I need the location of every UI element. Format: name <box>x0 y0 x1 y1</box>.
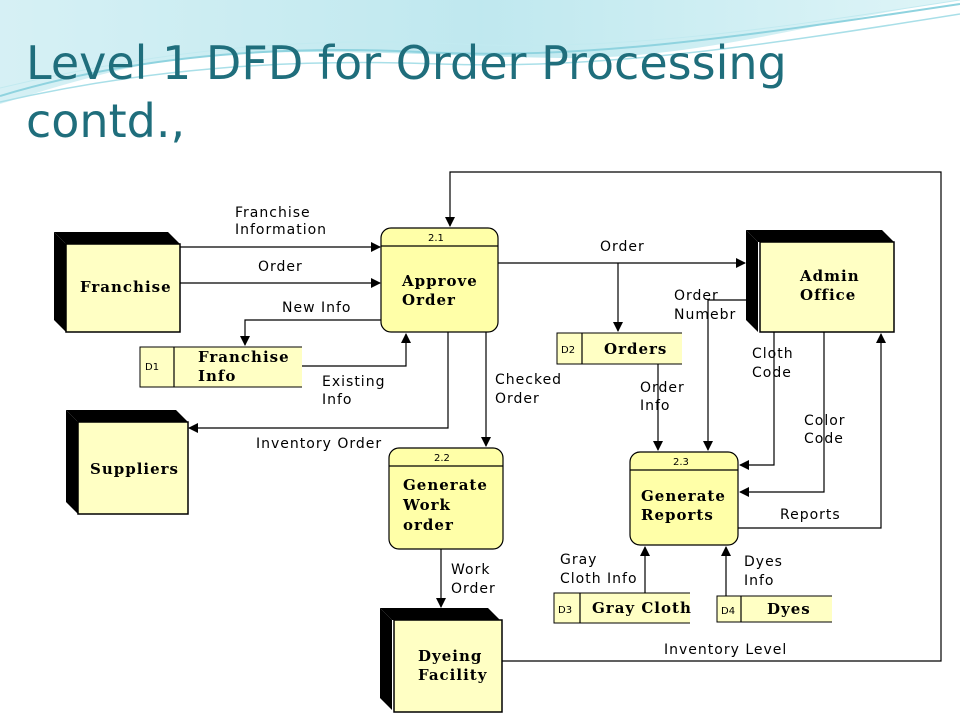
process-approve-order: 2.1 Approve Order <box>380 227 499 333</box>
process-generate-reports-label-line2: Reports <box>641 506 714 524</box>
header-wave-decoration <box>0 0 960 104</box>
flow-inventory-order: Inventory Order <box>188 332 449 452</box>
flow-inventory-order-label: Inventory Order <box>256 436 382 452</box>
flow-checked-order: Checked Order <box>481 332 562 447</box>
entity-admin-office-label-line2: Office <box>800 286 856 304</box>
process-generate-reports-id: 2.3 <box>673 457 689 468</box>
flow-gray-cloth-info-label-line2: Cloth Info <box>560 571 638 587</box>
entity-dyeing-facility: Dyeing Facility <box>380 608 503 713</box>
entity-franchise: Franchise <box>54 232 181 333</box>
flow-new-info-label: New Info <box>282 300 351 316</box>
store-franchise-info-id: D1 <box>145 362 159 373</box>
flow-order-info-label-line2: Info <box>640 398 671 414</box>
process-generate-work-order-label-line1: Generate <box>403 476 488 494</box>
flow-checked-order-label-line2: Order <box>495 391 540 407</box>
flow-reports-label: Reports <box>780 507 841 523</box>
slide-title-line2: contd., <box>26 94 186 148</box>
flow-order-numbr-label-line1: Order <box>674 288 719 304</box>
process-generate-work-order-label-line3: order <box>403 516 454 534</box>
flow-order-numbr: Order Numebr <box>674 288 758 451</box>
flow-order-info-label-line1: Order <box>640 380 685 396</box>
process-generate-reports-label-line1: Generate <box>641 487 726 505</box>
flow-order-franchise: Order <box>180 259 381 288</box>
flow-existing-info: Existing Info <box>302 333 411 408</box>
flow-order-to-admin: Order <box>498 239 746 268</box>
entity-suppliers-label: Suppliers <box>90 460 179 478</box>
flow-inventory-level-label: Inventory Level <box>664 642 787 658</box>
store-dyes: D4 Dyes <box>716 595 832 623</box>
flow-new-info: New Info <box>240 300 381 346</box>
flow-color-code: Color Code <box>739 332 846 497</box>
flow-color-code-label-line1: Color <box>804 413 846 429</box>
flow-order-franchise-label: Order <box>258 259 303 275</box>
entity-admin-office-label-line1: Admin <box>799 267 860 285</box>
flow-reports: Reports <box>738 333 886 529</box>
flow-order-to-admin-label: Order <box>600 239 645 255</box>
entity-suppliers: Suppliers <box>66 410 189 515</box>
slide-title-line1: Level 1 DFD for Order Processing <box>26 36 787 90</box>
flow-checked-order-label-line1: Checked <box>495 372 562 388</box>
store-dyes-id: D4 <box>721 606 735 617</box>
entity-franchise-label: Franchise <box>80 278 172 296</box>
process-approve-order-id: 2.1 <box>428 233 444 244</box>
flow-order-info: Order Info <box>640 364 685 451</box>
flow-cloth-code-label-line2: Code <box>752 365 792 381</box>
entity-admin-office: Admin Office <box>746 230 895 333</box>
flow-gray-cloth-info: Gray Cloth Info <box>560 546 650 593</box>
flow-inventory-level: Inventory Level <box>445 171 942 662</box>
flow-color-code-label-line2: Code <box>804 431 844 447</box>
flow-work-order: Work Order <box>436 549 496 608</box>
flow-dyes-info: Dyes Info <box>721 546 783 596</box>
store-franchise-info-label-line1: Franchise <box>198 348 290 366</box>
process-generate-work-order-id: 2.2 <box>434 453 450 464</box>
store-gray-cloth: D3 Gray Cloth <box>553 592 692 624</box>
flow-franchise-information-label-line1: Franchise <box>235 205 311 221</box>
process-approve-order-label-line1: Approve <box>401 272 478 290</box>
slide-title: Level 1 DFD for Order Processing contd., <box>26 34 926 150</box>
store-franchise-info-label-line2: Info <box>198 367 236 385</box>
store-gray-cloth-label: Gray Cloth <box>592 599 692 617</box>
flow-cloth-code: Cloth Code <box>739 332 794 470</box>
store-orders: D2 Orders <box>556 332 682 365</box>
store-dyes-label: Dyes <box>767 600 811 618</box>
process-generate-reports: 2.3 Generate Reports <box>629 451 739 546</box>
flow-dyes-info-label-line1: Dyes <box>744 554 783 570</box>
flow-existing-info-label-line2: Info <box>322 392 353 408</box>
process-generate-work-order: 2.2 Generate Work order <box>388 447 504 550</box>
flow-existing-info-label-line1: Existing <box>322 374 385 390</box>
flow-cloth-code-label-line1: Cloth <box>752 346 794 362</box>
flow-franchise-information: Franchise Information <box>180 205 381 252</box>
store-franchise-info: D1 Franchise Info <box>139 346 302 388</box>
entity-dyeing-facility-label-line1: Dyeing <box>418 647 482 665</box>
flow-work-order-label-line1: Work <box>451 562 490 578</box>
process-approve-order-label-line2: Order <box>402 291 456 309</box>
store-gray-cloth-id: D3 <box>558 605 572 616</box>
flow-dyes-info-label-line2: Info <box>744 573 775 589</box>
store-orders-id: D2 <box>561 345 575 356</box>
process-generate-work-order-label-line2: Work <box>402 496 451 514</box>
entity-dyeing-facility-label-line2: Facility <box>418 666 488 684</box>
store-orders-label: Orders <box>604 340 667 358</box>
flow-franchise-information-label-line2: Information <box>235 222 327 238</box>
flow-gray-cloth-info-label-line1: Gray <box>560 552 597 568</box>
flow-order-numbr-label-line2: Numebr <box>674 307 736 323</box>
flow-work-order-label-line2: Order <box>451 581 496 597</box>
